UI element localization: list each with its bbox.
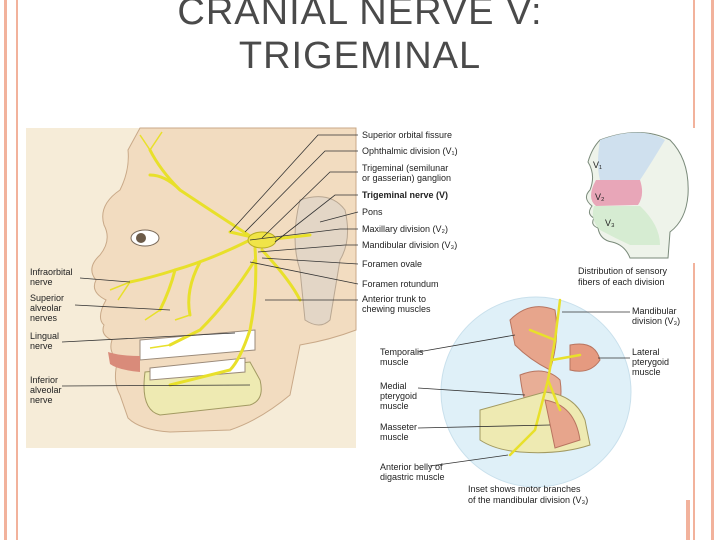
- label-mandibular-division: Mandibular division (V₃): [362, 240, 457, 250]
- head-inset-caption-1: Distribution of sensory: [578, 266, 668, 276]
- lateral-pterygoid-muscle: [569, 343, 601, 372]
- title-line-1: CRANIAL NERVE V:: [177, 0, 543, 33]
- head-inset-caption-2: fibers of each division: [578, 277, 665, 287]
- label-ophthalmic-division: Ophthalmic division (V₁): [362, 146, 458, 156]
- left-labels: Infraorbital nerve Superior alveolar ner…: [30, 267, 73, 405]
- lower-teeth: [149, 357, 246, 381]
- label-anterior-trunk-2: chewing muscles: [362, 304, 431, 314]
- left-leader-lines: [61, 277, 251, 387]
- label-foramen-rotundum: Foramen rotundum: [362, 279, 439, 289]
- upper-teeth: [139, 329, 256, 361]
- label-lingual-2: nerve: [30, 341, 53, 351]
- label-inset-mandibular-2: division (V₃): [632, 316, 680, 326]
- label-superior-orbital-fissure: Superior orbital fissure: [362, 130, 452, 140]
- motor-nerve-branches: [508, 298, 582, 457]
- label-digastric-2: digastric muscle: [380, 472, 445, 482]
- eye-iris: [136, 233, 146, 243]
- title-line-2: TRIGEMINAL: [238, 35, 482, 77]
- motor-leader-lines: [417, 311, 630, 467]
- head-inset-v1: V₁: [593, 160, 602, 170]
- label-temporalis-2: muscle: [380, 357, 409, 367]
- v2-region: [591, 180, 643, 206]
- sensory-distribution-inset: V₁ V₂ V₃ Distribution of sensory fibers …: [572, 128, 697, 287]
- label-superior-alveolar-3: nerves: [30, 313, 58, 323]
- label-temporalis-1: Temporalis: [380, 347, 424, 357]
- label-pons: Pons: [362, 207, 383, 217]
- label-trigeminal-nerve: Trigeminal nerve (V): [362, 190, 448, 200]
- label-ganglion-2: or gasserian) ganglion: [362, 173, 451, 183]
- label-inset-mandibular-1: Mandibular: [632, 306, 677, 316]
- slide-frame-right: [693, 0, 714, 540]
- fine-nerve-branches: [109, 131, 191, 349]
- label-lingual-1: Lingual: [30, 331, 59, 341]
- v1-region: [598, 132, 665, 180]
- temporalis-muscle: [509, 306, 558, 371]
- right-leader-lines: [229, 134, 359, 301]
- label-superior-alveolar-2: alveolar: [30, 303, 62, 313]
- main-head-illustration: [26, 127, 357, 448]
- motor-inset-caption-2: of the mandibular division (V₃): [468, 495, 588, 505]
- label-masseter-1: Masseter: [380, 422, 417, 432]
- label-lateral-pterygoid-2: pterygoid: [632, 357, 669, 367]
- label-infraorbital-2: nerve: [30, 277, 53, 287]
- label-digastric-1: Anterior belly of: [380, 462, 443, 472]
- motor-inset-caption-1: Inset shows motor branches: [468, 484, 581, 494]
- label-ganglion-1: Trigeminal (semilunar: [362, 163, 448, 173]
- lips: [108, 352, 140, 372]
- slide-frame-left: [4, 0, 18, 540]
- label-inferior-alveolar-2: alveolar: [30, 385, 62, 395]
- label-anterior-trunk-1: Anterior trunk to: [362, 294, 426, 304]
- label-medial-pterygoid-2: pterygoid: [380, 391, 417, 401]
- slide-title: CRANIAL NERVE V: TRIGEMINAL: [30, 0, 690, 78]
- label-masseter-2: muscle: [380, 432, 409, 442]
- head-inset-v2: V₂: [595, 192, 605, 202]
- right-labels: Superior orbital fissure Ophthalmic divi…: [362, 130, 458, 314]
- trigeminal-ganglion: [247, 231, 277, 249]
- label-inferior-alveolar-3: nerve: [30, 395, 53, 405]
- pons-brainstem: [294, 196, 349, 326]
- label-foramen-ovale: Foramen ovale: [362, 259, 422, 269]
- head-inset-v3: V₃: [605, 218, 615, 228]
- motor-inset-labels: Temporalis muscle Medial pterygoid muscl…: [380, 306, 680, 505]
- v3-region: [592, 206, 660, 245]
- label-medial-pterygoid-1: Medial: [380, 381, 407, 391]
- label-superior-alveolar-1: Superior: [30, 293, 64, 303]
- masseter-muscle: [544, 399, 581, 449]
- label-infraorbital-1: Infraorbital: [30, 267, 73, 277]
- label-lateral-pterygoid-1: Lateral: [632, 347, 660, 357]
- label-medial-pterygoid-3: muscle: [380, 401, 409, 411]
- label-inferior-alveolar-1: Inferior: [30, 375, 58, 385]
- slide-frame-right-inner: [686, 500, 690, 540]
- label-maxillary-division: Maxillary division (V₂): [362, 224, 448, 234]
- label-lateral-pterygoid-3: muscle: [632, 367, 661, 377]
- motor-branches-inset: [417, 296, 632, 488]
